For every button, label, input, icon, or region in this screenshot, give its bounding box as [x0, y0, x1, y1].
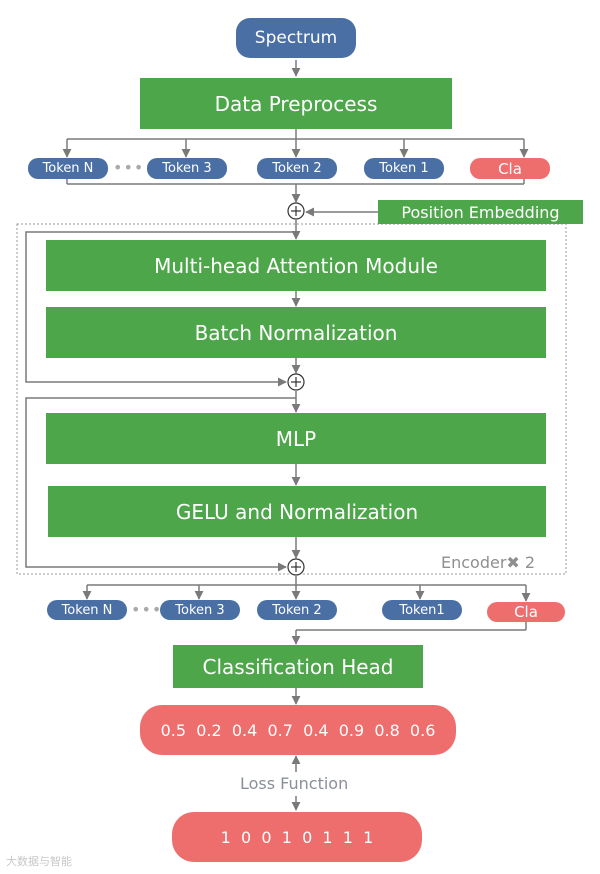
top-token-ellipsis: •••: [113, 158, 145, 177]
top-token-2: Token 2: [257, 158, 337, 179]
bottom-cla-token: Cla: [487, 602, 565, 622]
bottom-token-n: Token N: [47, 600, 127, 620]
top-token-3: Token 3: [147, 158, 227, 179]
ground-truth-labels: 1 0 0 1 0 1 1 1: [172, 812, 422, 862]
add-node-2: [287, 373, 305, 391]
bottom-token-1: Token1: [382, 600, 462, 620]
residual-connection-2: [25, 397, 296, 572]
encoder-repeat-label: Encoder✖ 2: [441, 553, 536, 572]
bottom-token-3: Token 3: [160, 600, 240, 620]
position-embedding-block: Position Embedding: [378, 200, 583, 224]
residual-connection-1: [25, 231, 296, 387]
top-token-n: Token N: [28, 158, 108, 179]
add-node-3: [287, 558, 305, 576]
spectrum-node: Spectrum: [236, 18, 356, 58]
gelu-normalization-block: GELU and Normalization: [48, 486, 546, 537]
batch-normalization-block: Batch Normalization: [46, 307, 546, 358]
mlp-block: MLP: [46, 413, 546, 464]
classification-head-block: Classification Head: [173, 645, 423, 688]
watermark: 大数据与智能: [6, 855, 72, 868]
bottom-token-ellipsis: •••: [131, 600, 163, 619]
loss-function-label: Loss Function: [240, 774, 349, 793]
prediction-scores: 0.5 0.2 0.4 0.7 0.4 0.9 0.8 0.6: [140, 705, 456, 755]
top-cla-token: Cla: [470, 158, 550, 179]
top-token-1: Token 1: [364, 158, 444, 179]
multi-head-attention-block: Multi-head Attention Module: [46, 240, 546, 291]
bottom-token-2: Token 2: [257, 600, 337, 620]
data-preprocess-block: Data Preprocess: [140, 78, 452, 129]
add-node-1: [287, 202, 305, 220]
